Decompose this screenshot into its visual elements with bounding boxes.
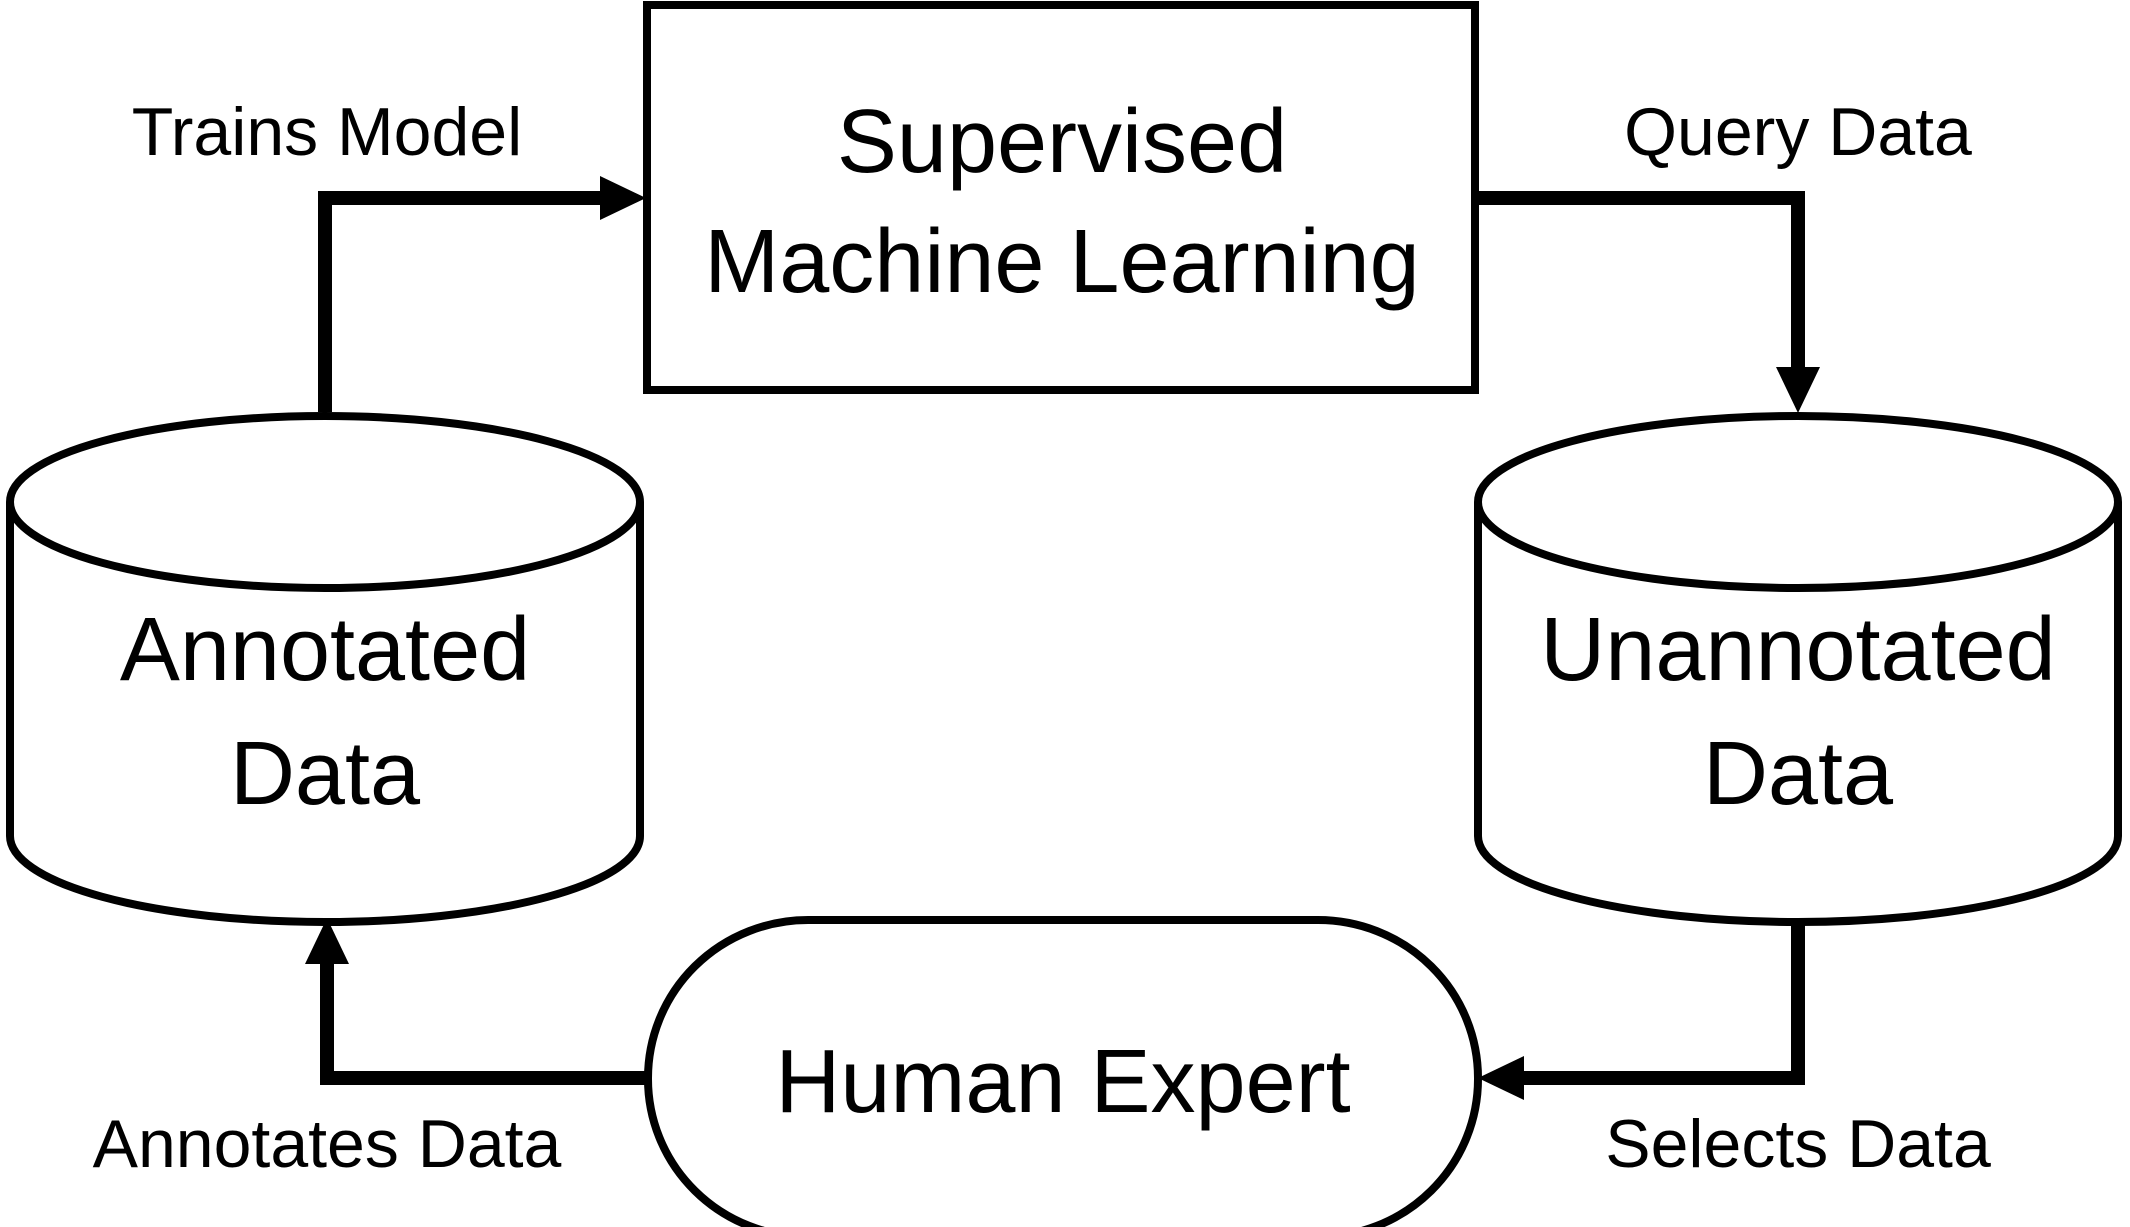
edge-selects-data <box>1478 922 1805 1100</box>
node-unannotated-data: Unannotated Data <box>1474 412 2122 926</box>
edge-trains-model <box>318 176 646 412</box>
annotated-data-label-line2: Data <box>230 724 421 824</box>
query-data-connector <box>1476 191 1805 372</box>
annotated-data-cylinder-body <box>6 502 644 926</box>
annotates-data-connector <box>320 958 648 1085</box>
annotated-data-cylinder-top <box>6 412 644 592</box>
edge-annotates-data <box>305 918 648 1085</box>
annotates-data-label: Annotates Data <box>93 1106 562 1182</box>
unannotated-data-cylinder-body <box>1474 502 2122 926</box>
human-expert-pill <box>644 916 1482 1227</box>
supervised-ml-label-line1: Supervised <box>837 92 1287 192</box>
edge-query-data <box>1476 191 1820 413</box>
annotated-data-label-line1: Annotated <box>120 600 530 700</box>
trains-model-label: Trains Model <box>132 94 523 170</box>
node-annotated-data: Annotated Data <box>6 412 644 926</box>
selects-data-label: Selects Data <box>1605 1106 1991 1182</box>
unannotated-data-cylinder-top <box>1474 412 2122 592</box>
selects-data-arrowhead <box>1478 1056 1524 1100</box>
node-human-expert: Human Expert <box>644 916 1482 1227</box>
annotates-data-arrowhead <box>305 918 349 964</box>
supervised-ml-box <box>643 1 1479 394</box>
trains-model-arrowhead <box>600 176 646 220</box>
query-data-label: Query Data <box>1624 94 1972 170</box>
trains-model-connector <box>318 191 605 412</box>
human-expert-label: Human Expert <box>775 1032 1350 1132</box>
unannotated-data-label-line2: Data <box>1703 724 1894 824</box>
query-data-arrowhead <box>1776 367 1820 413</box>
supervised-ml-label-line2: Machine Learning <box>704 212 1419 312</box>
selects-data-connector <box>1518 922 1805 1085</box>
node-supervised-ml: Supervised Machine Learning <box>643 1 1479 394</box>
unannotated-data-label-line1: Unannotated <box>1540 600 2055 700</box>
